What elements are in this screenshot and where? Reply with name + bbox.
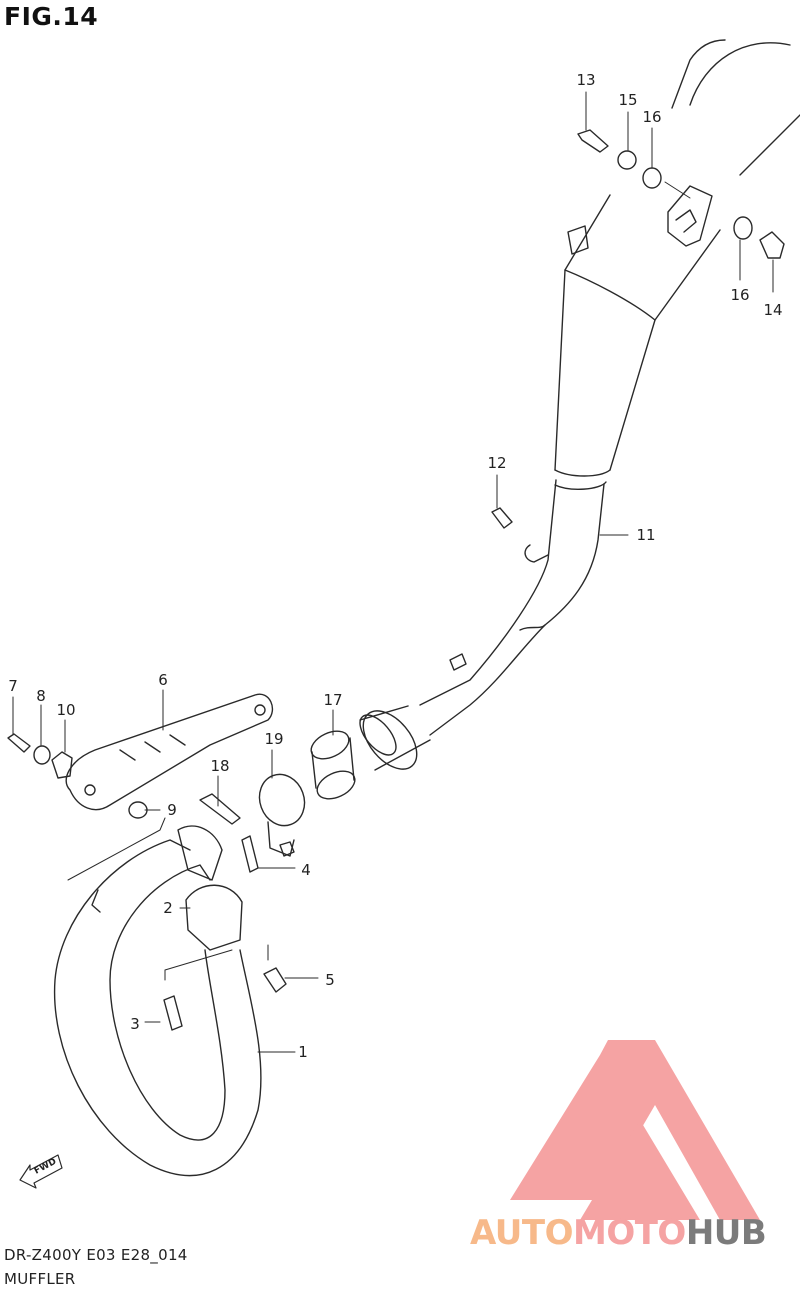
gasket-17 [310, 730, 356, 800]
fasteners [7, 129, 785, 1031]
figure-title: FIG.14 [4, 2, 99, 31]
brand-moto: MOTO [572, 1213, 686, 1253]
automotohub-watermark: AUTOMOTOHUB [470, 1213, 767, 1253]
callout-6: 6 [158, 671, 168, 689]
automotohub-logo-icon [510, 1040, 760, 1220]
callout-2: 2 [163, 899, 173, 917]
callout-19: 19 [264, 730, 284, 748]
callout-1: 1 [298, 1043, 308, 1061]
fwd-arrow-icon: FWD [19, 1154, 63, 1189]
bracket-6 [65, 693, 273, 811]
callout-7: 7 [8, 677, 18, 695]
link-pipe [359, 479, 605, 771]
muffler-body [554, 39, 800, 490]
leader-lines [12, 91, 774, 1053]
section-title: MUFFLER [4, 1270, 76, 1288]
exhaust-header-pipe [53, 825, 262, 1177]
callout-4: 4 [301, 861, 311, 879]
model-code: DR-Z400Y E03 E28_014 [4, 1246, 188, 1264]
callout-5: 5 [325, 971, 335, 989]
callout-3: 3 [130, 1015, 140, 1033]
brand-auto: AUTO [470, 1213, 573, 1253]
callout-9: 9 [167, 801, 177, 819]
callout-11: 11 [636, 526, 656, 544]
callout-17: 17 [323, 691, 343, 709]
callout-16-bottom: 16 [730, 286, 750, 304]
callout-12: 12 [487, 454, 507, 472]
callout-10: 10 [56, 701, 76, 719]
fwd-label: FWD [33, 1157, 58, 1177]
callout-15: 15 [618, 91, 638, 109]
callout-18: 18 [210, 757, 230, 775]
callout-8: 8 [36, 687, 46, 705]
callout-16-top: 16 [642, 108, 662, 126]
callout-13: 13 [576, 71, 596, 89]
callout-14: 14 [763, 301, 783, 319]
brand-hub: HUB [685, 1213, 767, 1253]
clamp-19 [258, 773, 306, 857]
